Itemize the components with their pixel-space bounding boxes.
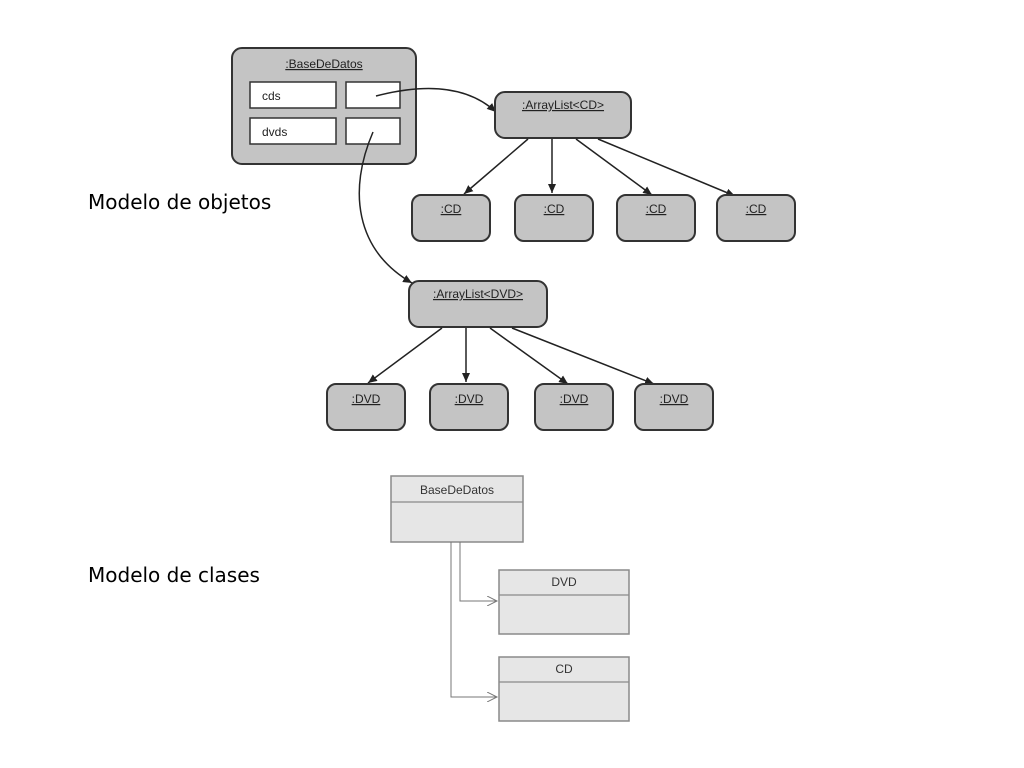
cds-reference-arrow <box>375 87 497 113</box>
dvd-object: :DVD <box>634 383 714 431</box>
cd-object-label: :CD <box>746 202 767 216</box>
field-dvds-label: dvds <box>262 125 287 139</box>
dvd-object-box <box>429 383 509 431</box>
field-dvds-ref <box>345 117 401 145</box>
class-dvd-box <box>498 569 630 635</box>
class-dvd-name: DVD <box>551 575 577 589</box>
object-model-label: Modelo de objetos <box>88 190 272 214</box>
dvd-list-box <box>408 280 548 328</box>
class-model-label: Modelo de clases <box>88 563 260 587</box>
cd-object-box <box>411 194 491 242</box>
class-cd-box <box>498 656 630 722</box>
field-dvds-box <box>249 117 337 145</box>
dvd-object-label: :DVD <box>660 392 689 406</box>
cd-list-title: :ArrayList<CD> <box>522 98 604 112</box>
cd-object-box <box>716 194 796 242</box>
dvd-object-label: :DVD <box>455 392 484 406</box>
cd-link-arrow <box>575 138 653 196</box>
class-basededatos-box <box>390 475 524 543</box>
dvd-object: :DVD <box>326 383 406 431</box>
cd-object-label: :CD <box>544 202 565 216</box>
cd-object: :CD <box>616 194 696 242</box>
cd-object-box <box>616 194 696 242</box>
dvd-object: :DVD <box>429 383 509 431</box>
cd-link-arrow <box>463 138 529 195</box>
dvd-link-arrow <box>511 327 655 385</box>
cd-object-label: :CD <box>441 202 462 216</box>
field-cds-label: cds <box>262 89 281 103</box>
cd-object: :CD <box>411 194 491 242</box>
dvd-object-label: :DVD <box>352 392 381 406</box>
dvd-object-box <box>634 383 714 431</box>
cd-object: :CD <box>716 194 796 242</box>
cd-object-box <box>514 194 594 242</box>
dvd-object-label: :DVD <box>560 392 589 406</box>
class-basededatos: BaseDeDatos <box>390 475 524 543</box>
dvd-object-box <box>326 383 406 431</box>
dvds-reference-arrow <box>358 131 413 284</box>
cd-object: :CD <box>514 194 594 242</box>
dvd-link-arrow <box>489 327 569 385</box>
cd-list-box <box>494 91 632 139</box>
cd-association-arrow <box>450 542 497 697</box>
class-basededatos-name: BaseDeDatos <box>420 483 494 497</box>
dvd-object-box <box>534 383 614 431</box>
dvd-list-title: :ArrayList<DVD> <box>433 287 523 301</box>
class-dvd: DVD <box>498 569 630 635</box>
cd-object-label: :CD <box>646 202 667 216</box>
cd-list-object: :ArrayList<CD> <box>494 91 632 139</box>
field-cds-box <box>249 81 337 109</box>
dvd-link-arrow <box>367 327 443 384</box>
dvd-object: :DVD <box>534 383 614 431</box>
cd-link-arrow <box>597 138 736 197</box>
field-cds-ref <box>345 81 401 109</box>
class-cd-name: CD <box>555 662 573 676</box>
dvd-association-arrow <box>459 542 497 601</box>
database-object: :BaseDeDatos cds dvds <box>231 47 417 165</box>
database-object-title: :BaseDeDatos <box>285 57 362 71</box>
dvd-list-object: :ArrayList<DVD> <box>408 280 548 328</box>
class-cd: CD <box>498 656 630 722</box>
